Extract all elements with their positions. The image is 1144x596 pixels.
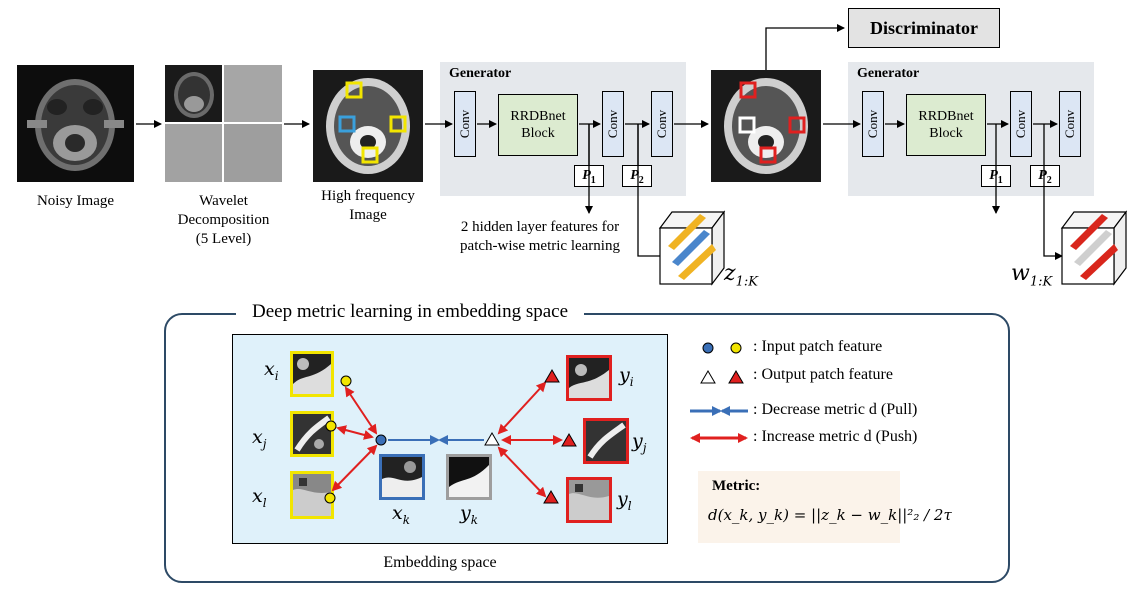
wavelet-graphic <box>165 65 282 182</box>
label-xi: xi <box>264 358 279 383</box>
xj-point <box>325 420 337 432</box>
high-frequency-image <box>313 70 423 182</box>
generator-1-conv-2: Conv <box>602 91 624 157</box>
legend-yellow-circle <box>730 342 742 354</box>
metric-learning-frame <box>164 313 1010 583</box>
discriminator-box: Discriminator <box>848 8 1000 48</box>
generator-2-conv-3: Conv <box>1059 91 1081 157</box>
generator-1-title: Generator <box>449 66 512 81</box>
xi-point <box>340 375 352 387</box>
label-yk: yk <box>460 502 479 527</box>
output-ct-graphic <box>724 78 808 174</box>
patch-yj <box>583 418 629 464</box>
generator-1-conv-1: Conv <box>454 91 476 157</box>
wavelet-decomposition-image <box>165 65 282 182</box>
metric-title: Metric: <box>712 478 761 494</box>
feature-cube-w <box>1060 210 1128 286</box>
label-yl: yl <box>617 488 632 513</box>
wavelet-label-line1: Wavelet <box>199 193 248 209</box>
generator-1-p2-box: P2 <box>622 165 652 187</box>
legend-increase-text: : Increase metric d (Push) <box>753 428 918 445</box>
generator-2-conv-1: Conv <box>862 91 884 157</box>
generator-1-conv-3: Conv <box>651 91 673 157</box>
generator-2-p2-box: P2 <box>1030 165 1060 187</box>
feature-cube-z <box>658 210 726 286</box>
yi-point <box>544 369 560 383</box>
legend-blue-circle <box>702 342 714 354</box>
hf-graphic <box>326 78 410 174</box>
legend-decrease-text: : Decrease metric d (Pull) <box>753 401 918 418</box>
legend-white-triangle <box>700 370 716 384</box>
hidden-note-line1: 2 hidden layer features for <box>460 219 620 235</box>
generator-2-title: Generator <box>857 66 920 81</box>
legend-output-text: : Output patch feature <box>753 366 893 383</box>
patch-xj <box>290 411 334 457</box>
metric-box <box>698 471 900 543</box>
patch-yi <box>566 355 612 401</box>
rrdb-label-2: Block <box>521 126 555 141</box>
legend-red-triangle <box>728 370 744 384</box>
xk-point <box>375 434 387 446</box>
xl-point <box>324 492 336 504</box>
generator-2-conv-2: Conv <box>1010 91 1032 157</box>
wavelet-label-line2: Decomposition <box>177 212 270 228</box>
wavelet-label-line3: (5 Level) <box>195 231 252 247</box>
output-ct-image <box>711 70 821 182</box>
label-xk: xk <box>392 502 410 527</box>
patch-xi <box>290 351 334 397</box>
metric-learning-title: Deep metric learning in embedding space <box>236 300 585 324</box>
label-xl: xl <box>252 485 267 510</box>
hidden-note-line2: patch-wise metric learning <box>460 238 620 254</box>
rrdb-label-1: RRDBnet <box>510 109 566 124</box>
yk-point <box>484 432 500 446</box>
hf-label-line1: High frequency <box>321 188 415 204</box>
metric-formula: d(x_k, y_k) = ||z_k − w_k||²₂ / 2τ <box>708 506 952 524</box>
patch-yk <box>446 454 492 500</box>
label-yi: yi <box>619 364 634 389</box>
hf-label-line2: Image <box>349 207 387 223</box>
top-connectors <box>136 24 1128 286</box>
embedding-space-label: Embedding space <box>383 554 497 571</box>
patch-yl <box>566 477 612 523</box>
patch-xk <box>379 454 425 500</box>
w-label: w1:K <box>1011 261 1053 290</box>
label-yj: yj <box>632 430 647 455</box>
yl-point <box>543 490 559 504</box>
label-xj: xj <box>252 426 267 451</box>
noisy-ct-image <box>17 65 134 182</box>
yj-point <box>561 433 577 447</box>
noisy-ct-graphic <box>27 79 124 171</box>
rrdb-label-2: Block <box>929 126 963 141</box>
noisy-image-label: Noisy Image <box>36 193 115 209</box>
z-label: z1:K <box>724 261 758 290</box>
legend-input-text: : Input patch feature <box>753 338 883 355</box>
rrdb-label-1: RRDBnet <box>918 109 974 124</box>
